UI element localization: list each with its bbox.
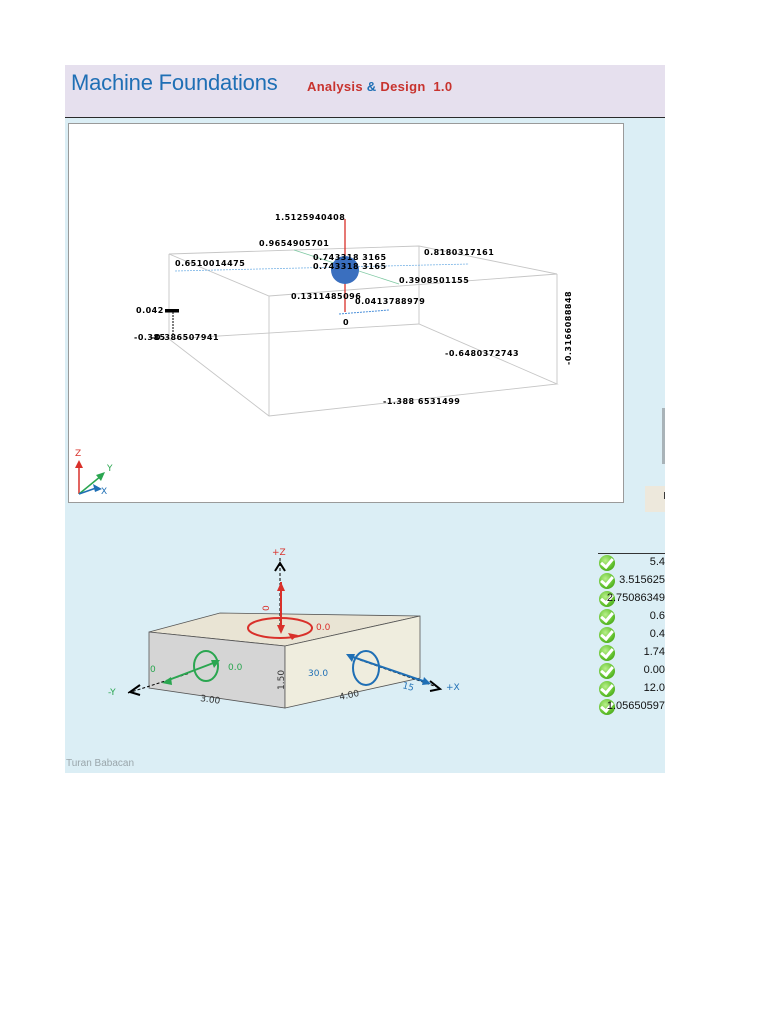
app-title: Machine Foundations	[71, 70, 278, 95]
check-icon	[599, 555, 615, 571]
box-bottom-face	[167, 323, 559, 417]
label-15: -1.388 6531499	[383, 397, 460, 406]
minus-y-arrowhead	[127, 684, 141, 696]
axis-x-label: X	[101, 487, 107, 497]
check-icon	[599, 609, 615, 625]
label-2: 0.9654905701	[259, 239, 329, 248]
label-13: -0.6480372743	[445, 349, 519, 358]
plus-z-label: +Z	[272, 548, 286, 558]
subtitle-ampersand: &	[366, 79, 377, 94]
result-row: 12.0	[598, 680, 665, 698]
author-credit: Turan Babacan	[66, 758, 135, 769]
y-moment-value: 0.0	[228, 663, 243, 673]
minus-y-label: -Y	[108, 688, 116, 698]
result-value: 0.6	[649, 610, 665, 622]
foundation-3d-plot[interactable]: 1.5125940408 0.9654905701 0.8180317161 0…	[68, 123, 624, 503]
x-moment-value: 30.0	[308, 669, 328, 679]
result-value: 3.515625	[619, 574, 665, 586]
result-checks: 5.4 3.515625 2.75086349 0.6 0.4 1.74 0.0…	[598, 553, 665, 723]
foundation-load-diagram: +Z 0 0.0 -Y 0 0.0 +X 15 30.0 3.00 4.00 1…	[100, 538, 500, 738]
plus-x-label: +X	[446, 683, 460, 693]
side-cell-text: I	[663, 491, 666, 502]
check-icon	[599, 699, 615, 715]
result-row: 0.6	[598, 608, 665, 626]
axis-y-label: Y	[106, 464, 113, 474]
axis-z-label: Z	[75, 449, 81, 459]
vertical-force-value: 0	[262, 605, 272, 611]
result-value: 5.4	[649, 556, 665, 568]
plus-x-arrowhead	[429, 680, 443, 692]
result-value: 12.0	[643, 682, 665, 694]
plot-canvas: 1.5125940408 0.9654905701 0.8180317161 0…	[75, 213, 573, 497]
y-moment-ring	[193, 650, 219, 682]
subtitle-version: 1.0	[433, 79, 453, 94]
label-10: 0.042	[136, 306, 164, 315]
check-icon	[599, 645, 615, 661]
x-force-value: 15	[401, 681, 415, 694]
result-value: 2.75086349	[606, 592, 665, 604]
center-of-mass-marker	[331, 256, 359, 284]
diagram-canvas: +Z 0 0.0 -Y 0 0.0 +X 15 30.0 3.00 4.00 1…	[108, 548, 460, 709]
label-6: 0.743318 3165	[313, 262, 387, 271]
result-row: 3.515625	[598, 572, 665, 590]
subtitle-analysis: Analysis	[307, 79, 363, 94]
label-12: 0	[343, 318, 349, 327]
app-header: Machine Foundations Analysis & Design 1.…	[65, 65, 665, 118]
mid-line-blue	[174, 263, 470, 272]
result-row: 0.4	[598, 626, 665, 644]
label-9: 0.0413788979	[355, 297, 425, 306]
result-row: 1.05650597	[598, 698, 665, 716]
app-subtitle: Analysis & Design 1.0	[307, 79, 452, 94]
label-11b: -0.386507941	[151, 333, 219, 342]
label-top: 1.5125940408	[275, 213, 345, 222]
label-5: 0.743318 3165	[313, 253, 387, 262]
plus-z-arrowhead	[274, 561, 286, 572]
label-11: -0.385	[134, 333, 166, 342]
torsion-value: 0.0	[316, 623, 331, 633]
dimension-a: 3.00	[200, 694, 222, 707]
dimension-b: 4.00	[339, 689, 361, 703]
bottom-line-blue	[338, 309, 390, 315]
label-3: 0.8180317161	[424, 248, 494, 257]
y-force-value: 0	[150, 665, 156, 675]
result-value: 1.05650597	[606, 700, 665, 712]
result-row: 1.74	[598, 644, 665, 662]
results-top-border	[598, 553, 665, 554]
y-force-arrow	[165, 661, 217, 682]
block-right-face	[284, 615, 421, 709]
check-icon	[599, 663, 615, 679]
x-force-arrow	[349, 655, 427, 683]
result-row: 5.4	[598, 554, 665, 572]
axis-triad: Z Y X	[75, 449, 113, 497]
result-row: 0.00	[598, 662, 665, 680]
side-cell: I	[645, 486, 666, 512]
label-7: 0.3908501155	[399, 276, 469, 285]
subtitle-design: Design	[380, 79, 426, 94]
check-icon	[599, 591, 615, 607]
check-icon	[599, 627, 615, 643]
torsion-moment-ring	[247, 617, 313, 639]
result-value: 0.00	[643, 664, 665, 676]
scrollbar-thumb[interactable]	[662, 408, 665, 464]
label-4: 0.6510014475	[175, 259, 245, 268]
result-row: 2.75086349	[598, 590, 665, 608]
label-14: -0.3166088848	[564, 291, 573, 365]
check-icon	[599, 681, 615, 697]
label-8: 0.1311485096	[291, 292, 361, 301]
result-value: 1.74	[643, 646, 665, 658]
result-value: 0.4	[649, 628, 665, 640]
dimension-h: 1.50	[277, 670, 287, 690]
check-icon	[599, 573, 615, 589]
x-moment-ring	[352, 650, 380, 686]
left-load-bar	[165, 309, 179, 313]
